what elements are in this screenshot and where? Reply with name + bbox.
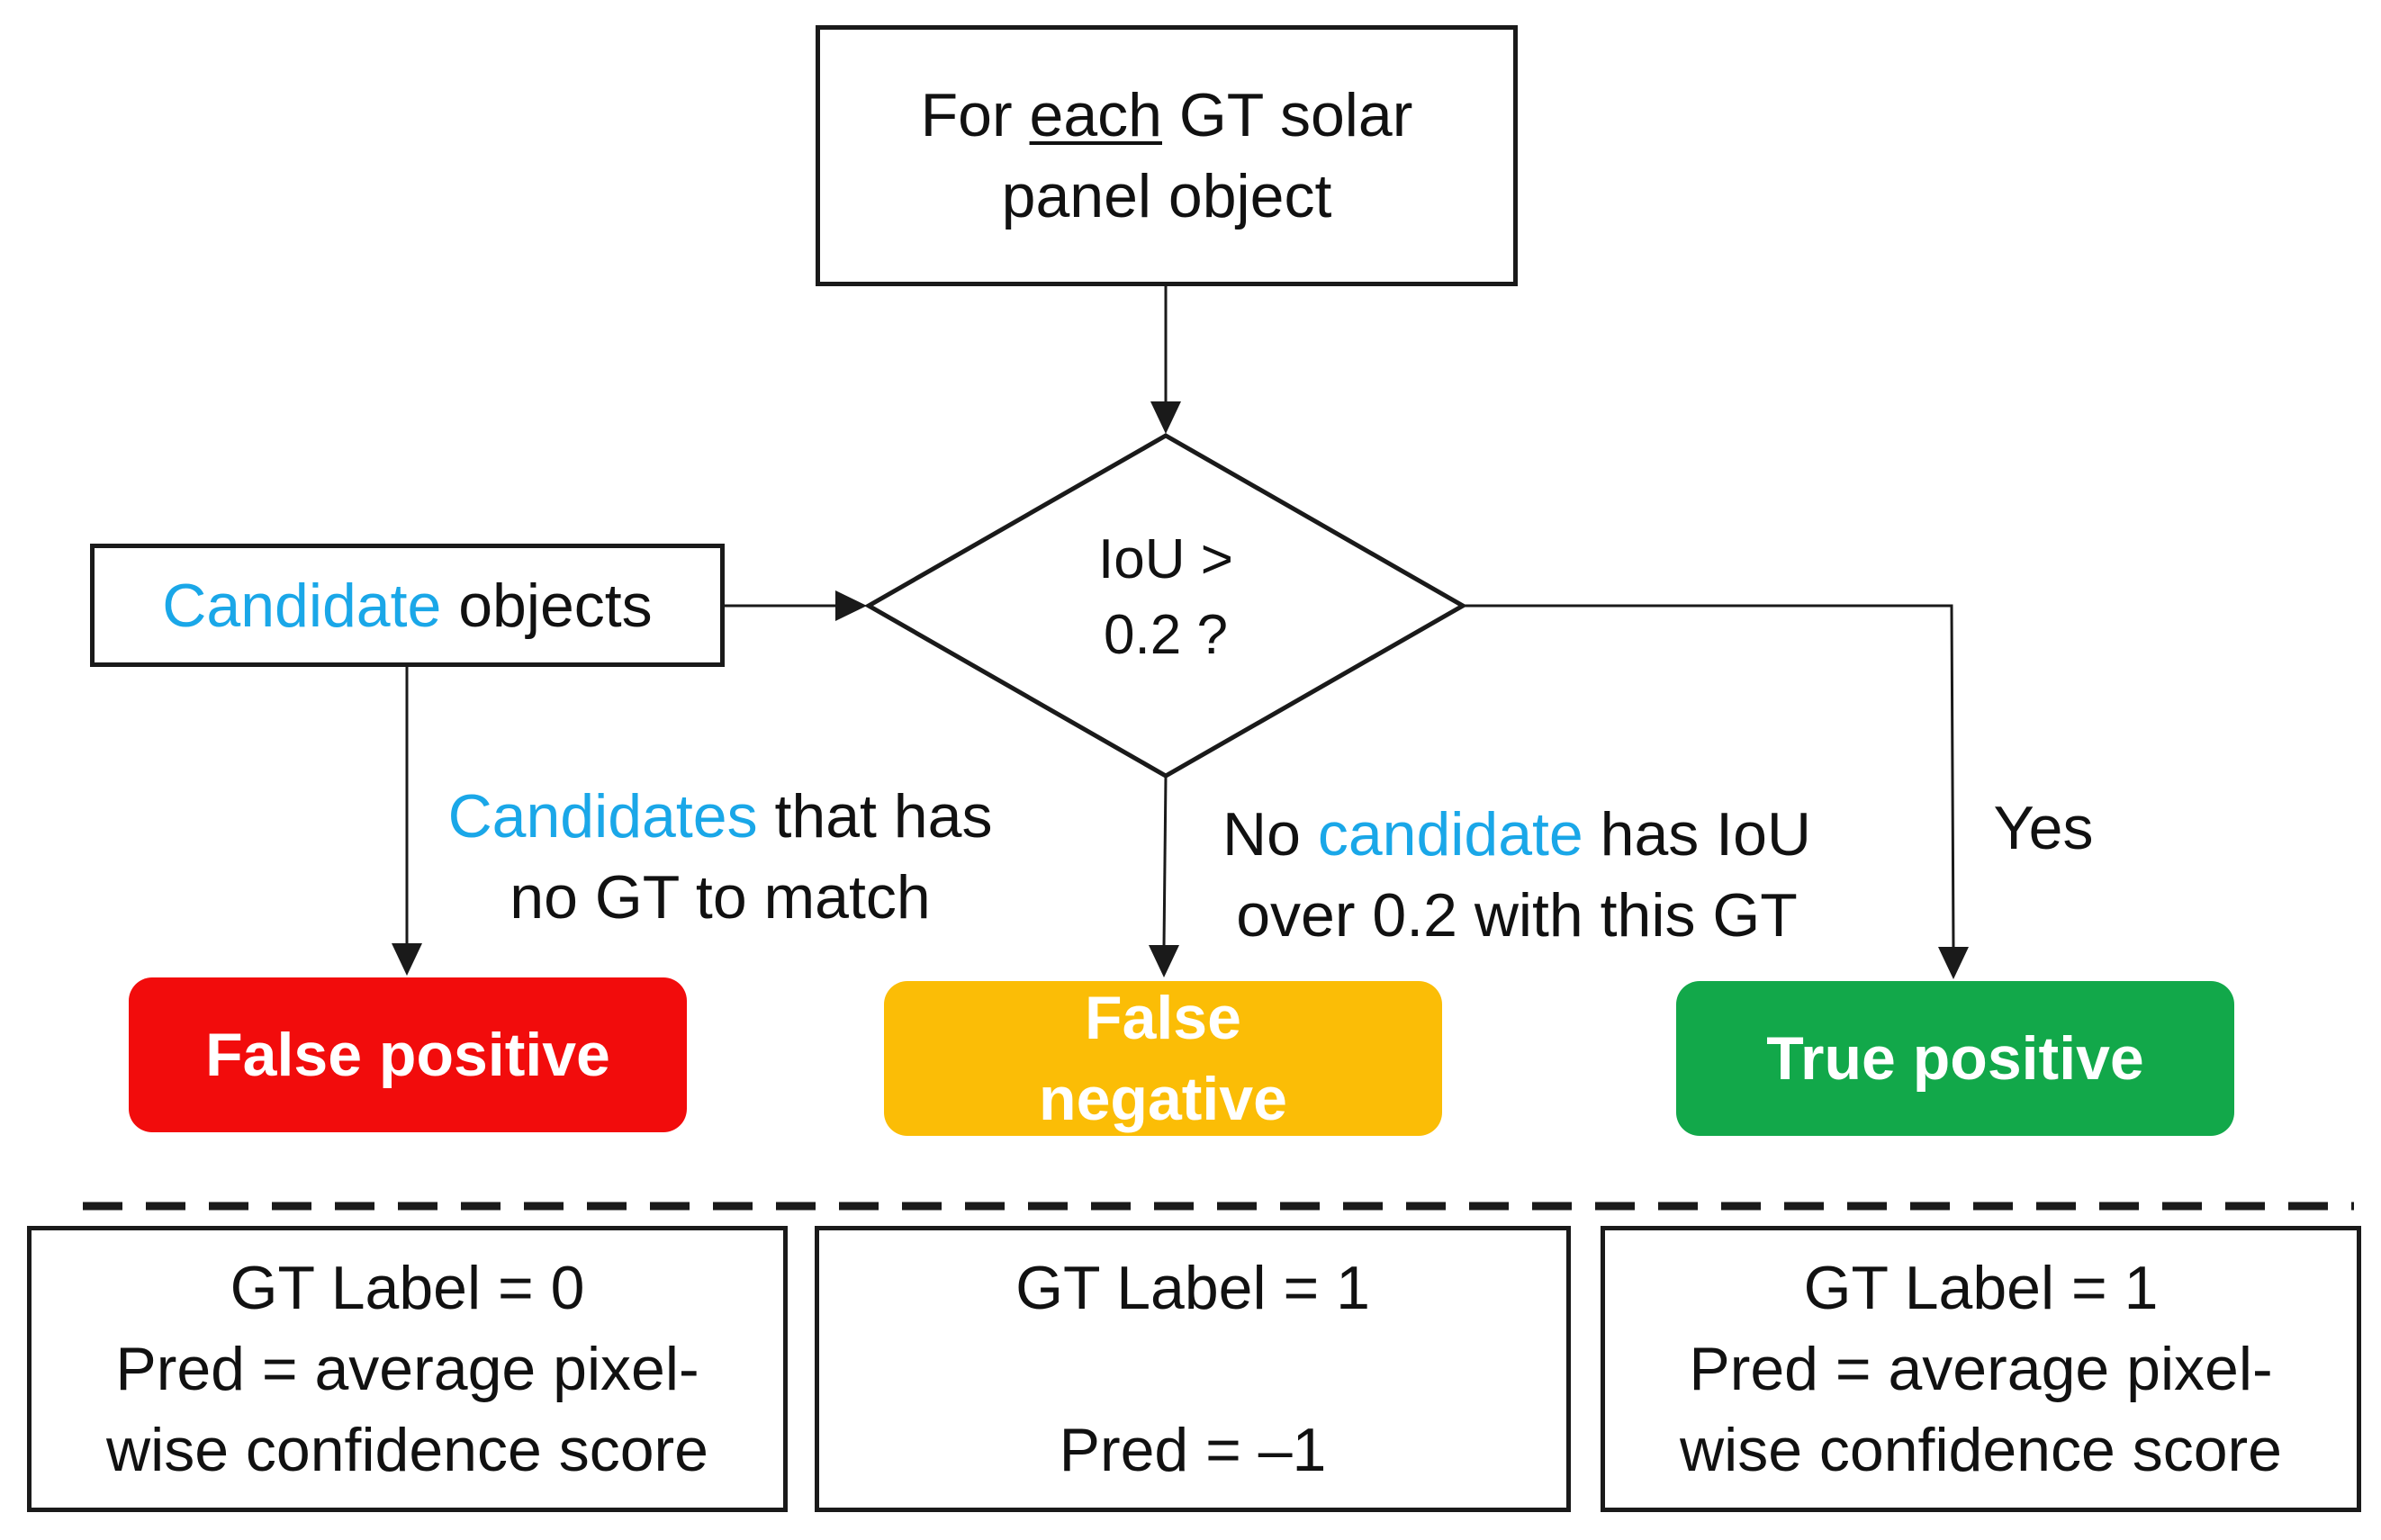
result-tp-line3: wise confidence score: [1679, 1416, 2282, 1484]
candidate-objects-box: Candidate objects: [90, 544, 725, 667]
decision-text: IoU > 0.2 ?: [1031, 522, 1301, 673]
result-fn-line3: Pred = –1: [1059, 1416, 1327, 1484]
candidate-objects-text: Candidate objects: [162, 571, 653, 640]
result-tp-line1: GT Label = 1: [1803, 1254, 2159, 1322]
result-fp-line3: wise confidence score: [105, 1416, 708, 1484]
edge-label-left-line2: no GT to match: [510, 863, 931, 932]
result-fp-line2: Pred = average pixel-: [115, 1335, 699, 1403]
result-box-false-positive: GT Label = 0 Pred = average pixel- wise …: [27, 1226, 788, 1512]
edge-label-yes: Yes: [1993, 794, 2094, 862]
candidates-highlight: Candidates: [447, 782, 758, 851]
arrowhead-false-negative: [1149, 945, 1179, 977]
decision-line2: 0.2 ?: [1104, 604, 1228, 666]
result-box-true-positive: GT Label = 1 Pred = average pixel- wise …: [1601, 1226, 2361, 1512]
each-underlined-text: each: [1029, 81, 1162, 149]
false-positive-label: False positive: [205, 1021, 610, 1089]
result-box-false-negative: GT Label = 1 Pred = –1: [815, 1226, 1571, 1512]
start-box-line2: panel object: [1001, 162, 1332, 230]
arrow-decision-to-false-negative: [1162, 775, 1168, 948]
false-negative-box: False negative: [884, 981, 1442, 1136]
false-negative-line1: False: [1085, 984, 1241, 1052]
decision-line1: IoU >: [1098, 528, 1233, 590]
candidate-highlight-middle: candidate: [1317, 800, 1583, 869]
edge-label-no-gt-match: Candidates that has no GT to match: [396, 776, 1044, 938]
result-tp-line2: Pred = average pixel-: [1689, 1335, 2273, 1403]
arrowhead-true-positive: [1938, 947, 1969, 979]
arrow-decision-to-true-positive: [1463, 604, 1955, 950]
result-fn-line1: GT Label = 1: [1015, 1254, 1370, 1322]
start-box: For each GT solar panel object: [816, 25, 1518, 286]
false-positive-box: False positive: [129, 977, 687, 1132]
false-negative-line2: negative: [1039, 1065, 1287, 1133]
arrowhead-decision-left: [835, 590, 867, 621]
candidate-highlight: Candidate: [162, 571, 442, 640]
true-positive-label: True positive: [1766, 1024, 2144, 1093]
start-box-line1: For each GT solar: [920, 81, 1413, 149]
result-fp-line1: GT Label = 0: [230, 1254, 585, 1322]
arrowhead-false-positive: [392, 943, 422, 976]
arrowhead-decision-top: [1150, 401, 1181, 434]
true-positive-box: True positive: [1676, 981, 2234, 1136]
edge-label-no-candidate: No candidate has IoU over 0.2 with this …: [1170, 794, 1863, 956]
edge-label-middle-line2: over 0.2 with this GT: [1236, 881, 1798, 950]
